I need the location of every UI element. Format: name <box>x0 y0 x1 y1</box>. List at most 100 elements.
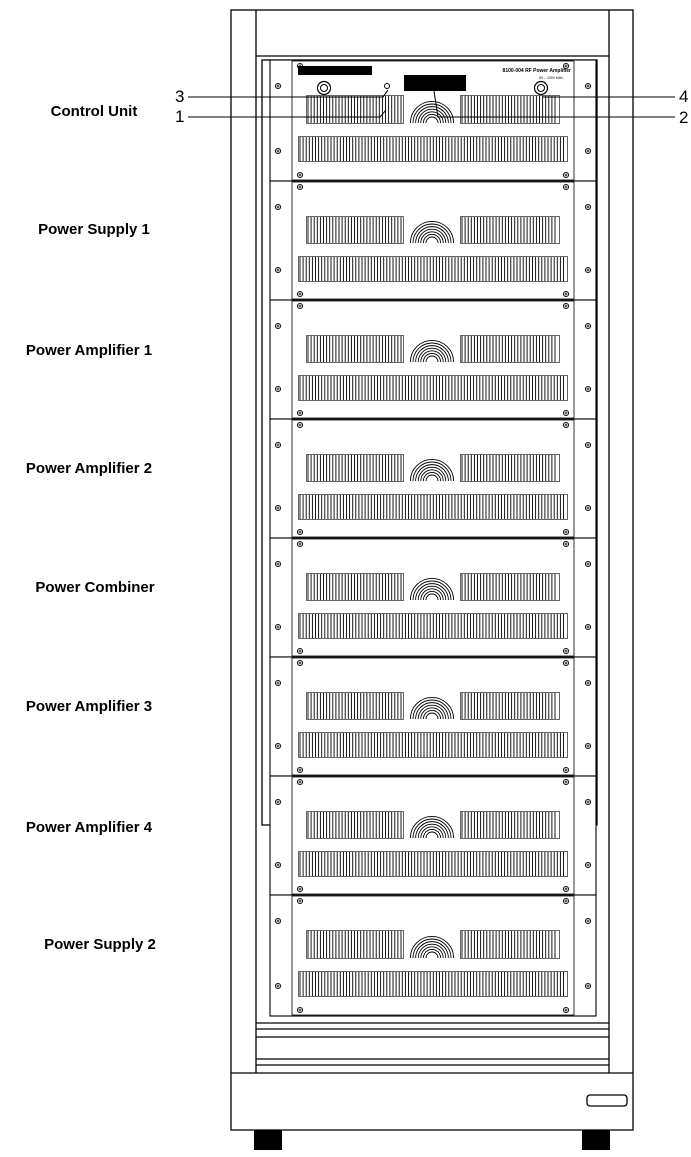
panel-screw <box>562 897 570 905</box>
upper-vent-right <box>460 95 560 124</box>
panel-screw <box>296 302 304 310</box>
unit-label-power-amplifier-2: Power Amplifier 2 <box>26 460 152 477</box>
panel-screw <box>274 861 282 869</box>
panel-screw <box>584 861 592 869</box>
callout-number-4: 4 <box>679 87 688 106</box>
lower-vent <box>298 136 568 162</box>
panel-screw <box>562 540 570 548</box>
callout-number-1: 1 <box>175 107 184 126</box>
fan-grille <box>409 696 455 720</box>
panel-screw <box>584 147 592 155</box>
callout-3-leader <box>188 89 389 98</box>
panel-screw <box>296 766 304 774</box>
panel-screw <box>296 528 304 536</box>
upper-vent-left <box>306 95 404 124</box>
unit-frame <box>269 775 597 896</box>
unit-frame <box>269 299 597 420</box>
unit-frame <box>269 656 597 777</box>
rack-unit-power-supply-1 <box>269 180 597 301</box>
unit-front-panel <box>291 181 575 300</box>
lower-vent <box>298 613 568 639</box>
panel-screw <box>274 147 282 155</box>
panel-screw <box>296 409 304 417</box>
panel-screw <box>274 560 282 568</box>
upper-vent-right <box>460 335 560 363</box>
panel-screw <box>584 266 592 274</box>
panel-screw <box>296 647 304 655</box>
rack-unit-power-amplifier-2 <box>269 418 597 539</box>
fan-grille <box>409 577 455 601</box>
panel-screw <box>296 540 304 548</box>
model-text: 8100-004 RF Power Amplifier <box>503 68 572 74</box>
lower-vent <box>298 256 568 282</box>
panel-screw <box>562 62 570 70</box>
panel-screw <box>274 203 282 211</box>
panel-screw <box>584 560 592 568</box>
upper-vent-right <box>460 573 560 601</box>
panel-screw <box>274 917 282 925</box>
panel-screw <box>274 82 282 90</box>
panel-screw <box>296 778 304 786</box>
panel-screw <box>562 885 570 893</box>
cabinet-foot-left <box>254 1130 282 1150</box>
panel-screw <box>296 171 304 179</box>
panel-screw <box>274 266 282 274</box>
unit-front-panel <box>291 776 575 895</box>
panel-screw <box>584 203 592 211</box>
panel-screw <box>584 798 592 806</box>
unit-labels: Control Unit Power Supply 1 Power Amplif… <box>26 103 156 953</box>
lower-vent <box>298 375 568 401</box>
unit-label-power-amplifier-4: Power Amplifier 4 <box>26 819 153 836</box>
panel-screw <box>584 982 592 990</box>
panel-screw <box>296 897 304 905</box>
panel-screw <box>274 441 282 449</box>
upper-vent-left <box>306 573 404 601</box>
panel-screw <box>584 385 592 393</box>
fan-grille <box>409 339 455 363</box>
panel-screw <box>274 982 282 990</box>
unit-label-power-supply-1: Power Supply 1 <box>38 221 150 238</box>
upper-vent-left <box>306 692 404 720</box>
fan-grille <box>409 815 455 839</box>
fan-grille <box>409 100 455 124</box>
panel-screw <box>584 504 592 512</box>
panel-screw <box>296 659 304 667</box>
plinth-handle <box>586 1094 628 1107</box>
upper-vent-right <box>460 930 560 959</box>
upper-vent-left <box>306 216 404 244</box>
panel-screw <box>584 623 592 631</box>
panel-screw <box>562 659 570 667</box>
panel-screw <box>274 679 282 687</box>
unit-frame <box>269 894 597 1017</box>
callout-number-3: 3 <box>175 87 184 106</box>
fan-grille <box>409 458 455 482</box>
cabinet-outer <box>230 9 634 1131</box>
panel-screw <box>562 302 570 310</box>
panel-screw <box>296 421 304 429</box>
display-window <box>404 75 466 91</box>
panel-screw <box>562 171 570 179</box>
rack-unit-power-amplifier-3 <box>269 656 597 777</box>
panel-screw <box>584 441 592 449</box>
panel-screw <box>274 742 282 750</box>
callout-number-2: 2 <box>679 108 688 127</box>
unit-front-panel <box>291 60 575 181</box>
upper-vent-right <box>460 216 560 244</box>
panel-screw <box>584 322 592 330</box>
unit-label-power-amplifier-1: Power Amplifier 1 <box>26 342 152 359</box>
panel-screw <box>562 409 570 417</box>
rack-units <box>269 59 597 1017</box>
rack-unit-power-supply-2 <box>269 894 597 1017</box>
panel-screw <box>562 421 570 429</box>
upper-vent-left <box>306 930 404 959</box>
rack-unit-power-combiner <box>269 537 597 658</box>
rf-output-connector <box>533 80 549 96</box>
callouts <box>188 89 675 118</box>
manufacturer-logo <box>298 66 372 75</box>
fan-grille <box>409 935 455 959</box>
unit-label-power-combiner: Power Combiner <box>35 579 154 596</box>
panel-screw <box>562 1006 570 1014</box>
fan-grille <box>409 220 455 244</box>
unit-front-panel <box>291 657 575 776</box>
range-text: 80 – 1000 MHz <box>539 76 563 80</box>
